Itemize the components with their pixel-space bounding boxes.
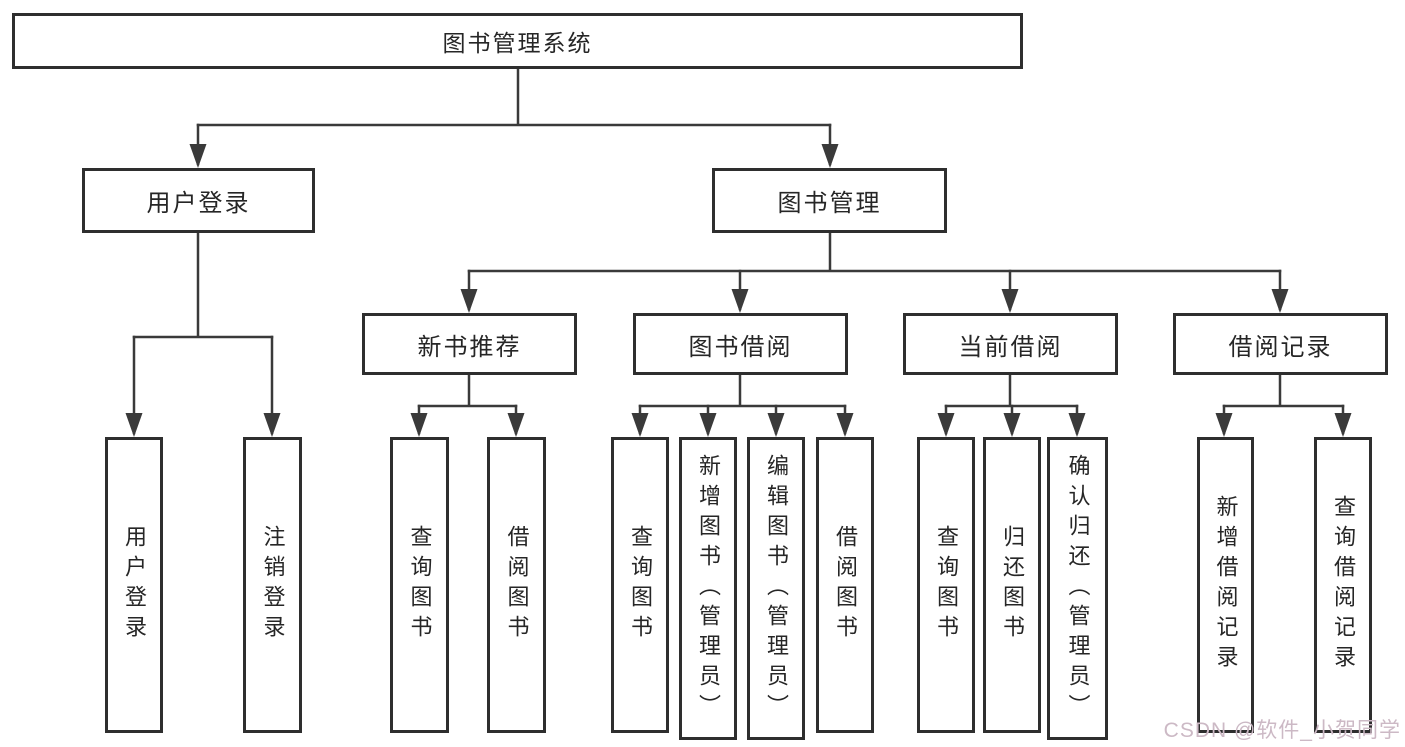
leaf-label: 编辑图书（管理员） <box>764 453 789 724</box>
leaf-label: 归还图书 <box>1000 525 1025 645</box>
leaf-label: 查询图书 <box>407 525 433 645</box>
leaf-label: 新增图书（管理员） <box>696 453 721 724</box>
node-label: 借阅记录 <box>1228 333 1333 361</box>
leaf-borrow-books: 借阅图书 <box>816 437 874 733</box>
leaf-label: 查询借阅记录 <box>1331 495 1356 675</box>
leaf-query-borrow-record: 查询借阅记录 <box>1314 437 1372 733</box>
node-label: 图书借阅 <box>688 333 793 361</box>
node-book-management: 图书管理 <box>712 168 947 233</box>
leaf-return-book: 归还图书 <box>983 437 1041 733</box>
leaf-confirm-return-admin: 确认归还（管理员） <box>1047 437 1108 740</box>
leaf-borrow-books-recommend: 借阅图书 <box>487 437 546 733</box>
leaf-label: 借阅图书 <box>504 525 530 645</box>
node-borrow-records: 借阅记录 <box>1173 313 1388 375</box>
node-label: 新书推荐 <box>417 333 522 361</box>
leaf-label: 借阅图书 <box>833 525 858 645</box>
node-label: 图书管理系统 <box>442 30 593 56</box>
leaf-label: 查询图书 <box>628 525 653 645</box>
node-book-borrow: 图书借阅 <box>633 313 848 375</box>
node-new-book-recommend: 新书推荐 <box>362 313 577 375</box>
node-label: 当前借阅 <box>958 333 1063 361</box>
leaf-add-borrow-record: 新增借阅记录 <box>1197 437 1254 733</box>
leaf-label: 新增借阅记录 <box>1213 495 1239 675</box>
leaf-user-login: 用户登录 <box>105 437 163 733</box>
leaf-query-books-borrow: 查询图书 <box>611 437 669 733</box>
leaf-add-book-admin: 新增图书（管理员） <box>679 437 737 740</box>
leaf-query-books-recommend: 查询图书 <box>390 437 449 733</box>
leaf-label: 用户登录 <box>122 525 147 645</box>
node-label: 图书管理 <box>777 190 882 217</box>
leaf-edit-book-admin: 编辑图书（管理员） <box>747 437 805 740</box>
leaf-logout: 注销登录 <box>243 437 302 733</box>
node-user-login: 用户登录 <box>82 168 315 233</box>
node-current-borrow: 当前借阅 <box>903 313 1118 375</box>
leaf-label: 注销登录 <box>260 525 286 645</box>
leaf-label: 查询图书 <box>934 525 959 645</box>
leaf-label: 确认归还（管理员） <box>1065 453 1091 724</box>
node-label: 用户登录 <box>146 190 251 217</box>
node-library-management-system: 图书管理系统 <box>12 13 1023 69</box>
leaf-query-books-current: 查询图书 <box>917 437 975 733</box>
